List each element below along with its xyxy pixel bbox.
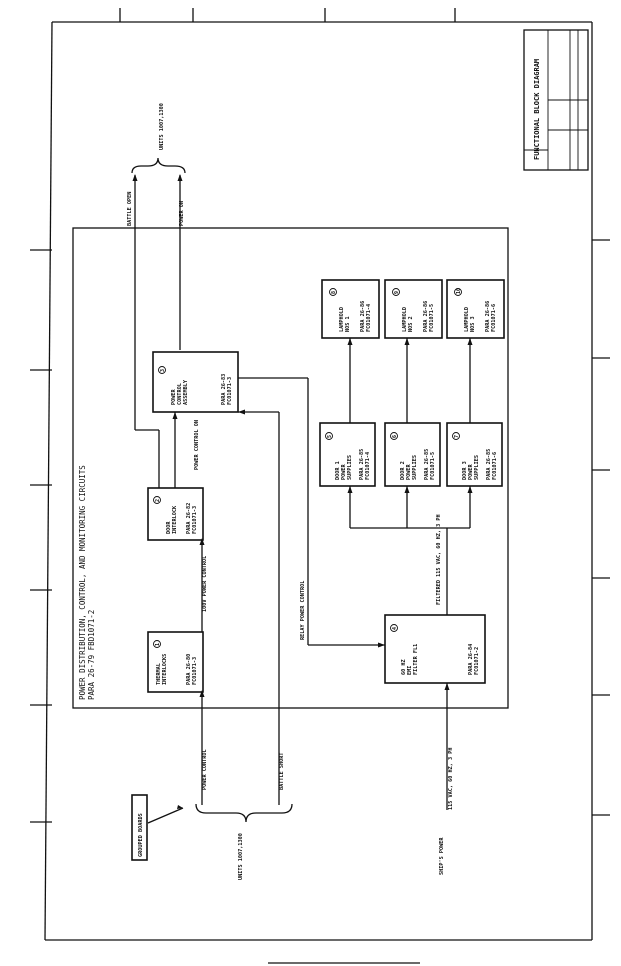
block-power-control-ref-2: FC01071-3 [227, 377, 233, 405]
block-power-control-number: 3 [160, 369, 166, 372]
block-ps3-name-3: SUPPLIES [474, 455, 480, 480]
units-in-label: UNITS 1007,1300 [238, 833, 244, 880]
frame-heading-1: POWER DISTRIBUTION, CONTROL, AND MONITOR… [78, 465, 87, 700]
block-lamp1-number: 8 [331, 291, 337, 294]
block-ps1 [319, 422, 376, 487]
block-lamp1-name-2: NOS 1 [345, 316, 351, 332]
block-lamp1-name-1: LAMPHOLD [339, 307, 345, 332]
block-lamp2-name-1: LAMPHOLD [402, 307, 408, 332]
output-brace [131, 157, 186, 174]
block-lamp1-ref-1: PARA 26-86 [360, 301, 366, 332]
block-filter [384, 614, 486, 684]
title-block-title: FUNCTIONAL BLOCK DIAGRAM [533, 59, 541, 160]
block-filter-name-1: 60 HZ [401, 659, 407, 675]
block-ps2-ref-2: FC01071-5 [430, 452, 436, 480]
frame-heading-2: PARA 26-79 FBD1071-2 [87, 610, 96, 700]
units-out-label: UNITS 1007,1300 [159, 103, 165, 150]
block-ps3-name-1: DOOR 3 [462, 461, 468, 480]
ships-power-label: SHIP'S POWER [439, 837, 445, 875]
block-ps3-ref-1: PARA 26-85 [486, 449, 492, 480]
signal-battle-open: BATTLE OPEN [127, 192, 133, 226]
signal-power-on: POWER ON [179, 201, 185, 226]
input-brace [195, 803, 293, 823]
block-lamp3-name-1: LAMPHOLD [464, 307, 470, 332]
block-lamp2-ref-2: FC01071-5 [429, 304, 435, 332]
block-door-name-2: INTERLOCK [172, 505, 178, 534]
block-lamp3-number: 10 [456, 288, 462, 294]
block-thermal-ref-2: FC01071-3 [192, 657, 198, 685]
block-ps1-ref-1: PARA 26-85 [359, 449, 365, 480]
signal-power-control: POWER CONTROL [202, 749, 208, 790]
block-filter-number: 4 [392, 627, 398, 630]
block-texts: 1 THERMAL INTERLOCKS PARA 26-80 FC01071-… [153, 288, 498, 685]
block-ps2-number: 6 [392, 435, 398, 438]
block-ps3 [446, 422, 503, 487]
block-ps2-name-2: POWER [406, 464, 412, 480]
block-lamp3-ref-2: FC01071-6 [491, 304, 497, 332]
block-thermal-number: 1 [155, 643, 161, 646]
block-door-name-1: DOOR [166, 521, 172, 534]
block-lamp3-name-2: NOS 3 [470, 316, 476, 332]
block-thermal-name-2: INTERLOCKS [162, 654, 168, 685]
block-ps3-ref-2: FC01071-6 [492, 452, 498, 480]
block-lamp3 [446, 279, 505, 339]
block-power-control-name-3: ASSEMBLY [183, 379, 189, 405]
block-filter-ref-1: PARA 26-84 [468, 644, 474, 675]
block-lamp1 [321, 279, 380, 339]
block-lamp1-ref-2: FC01071-4 [366, 304, 372, 332]
block-lamp2-name-2: NOS 2 [408, 316, 414, 332]
signal-input-power: 115 VAC, 60 HZ, 3 PH [448, 748, 454, 810]
arrowheads [132, 174, 473, 809]
signal-lines [134, 175, 471, 824]
block-thermal [147, 631, 204, 693]
block-power-control [152, 351, 239, 413]
block-ps3-number: 7 [454, 435, 460, 438]
signal-battle-short: BATTLE SHORT [279, 753, 285, 790]
signal-100v-power-control: 100V POWER CONTROL [202, 556, 208, 612]
grouped-boards-box [131, 794, 148, 861]
sheet-frame [30, 8, 610, 964]
block-ps2-ref-1: PARA 26-85 [424, 449, 430, 480]
block-ps1-name-2: POWER [341, 464, 347, 480]
block-ps1-ref-2: FC01071-4 [365, 452, 371, 480]
signal-relay-power-control: RELAY POWER CONTROL [300, 581, 306, 640]
block-lamp2-number: 9 [394, 291, 400, 294]
grouped-boards-label: GROUPED BOARDS [138, 813, 144, 857]
block-ps1-name-1: DOOR 1 [335, 461, 341, 480]
block-power-control-name-1: POWER [171, 389, 177, 405]
signal-labels: POWER CONTROL 100V POWER CONTROL POWER C… [127, 192, 454, 810]
external-labels: GROUPED BOARDS UNITS 1007,1300 UNITS 100… [138, 103, 445, 880]
block-lamp2-ref-1: PARA 26-86 [423, 301, 429, 332]
block-ps3-name-2: POWER [468, 464, 474, 480]
system-boundary [72, 227, 509, 709]
block-ps1-number: 5 [327, 435, 333, 438]
block-ps2-name-3: SUPPLIES [412, 455, 418, 480]
block-door-ref-2: FC01071-3 [192, 506, 198, 534]
block-ps2 [384, 422, 441, 487]
block-door-ref-1: PARA 26-82 [186, 503, 192, 534]
block-power-control-name-2: CONTROL [177, 383, 183, 405]
block-ps1-name-3: SUPPLIES [347, 455, 353, 480]
block-door-number: 2 [155, 499, 161, 502]
block-lamp3-ref-1: PARA 26-86 [485, 301, 491, 332]
block-ps2-name-1: DOOR 2 [400, 461, 406, 480]
block-power-control-ref-1: PARA 26-83 [221, 374, 227, 405]
block-filter-ref-2: FC01071-2 [474, 647, 480, 675]
block-lamp2 [384, 279, 443, 339]
block-thermal-ref-1: PARA 26-80 [186, 654, 192, 685]
signal-power-control-on: POWER CONTROL ON [194, 420, 200, 470]
block-thermal-name-1: THERMAL [156, 663, 162, 685]
signal-filtered: FILTERED 115 VAC, 60 HZ, 3 PH [436, 514, 442, 605]
block-filter-name-3: FILTER FL1 [413, 644, 419, 675]
title-block: FUNCTIONAL BLOCK DIAGRAM [523, 29, 589, 171]
block-filter-name-2: EMI [407, 666, 413, 675]
